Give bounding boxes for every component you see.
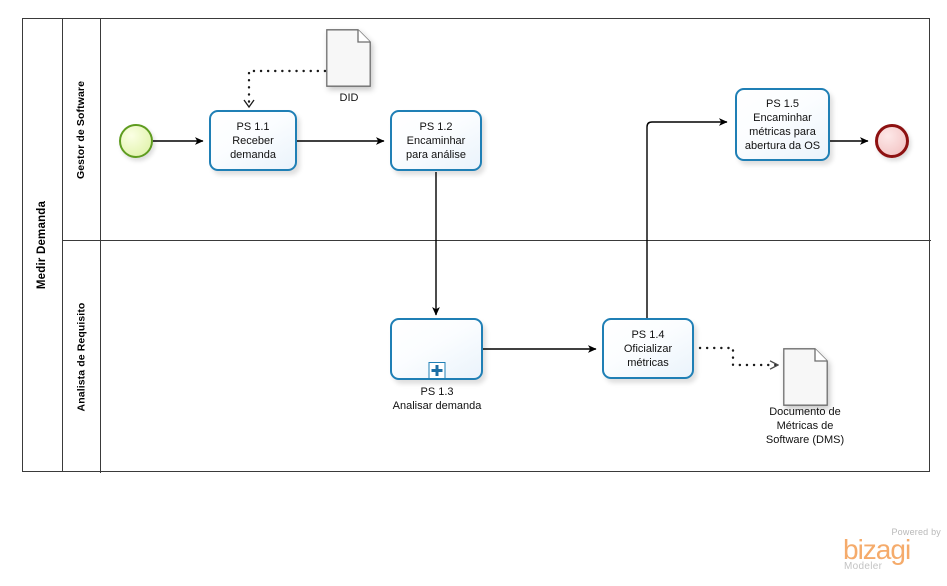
lane-name-label-gestor-de-software: Gestor de Software	[75, 80, 88, 179]
lane-header-analista-de-requisito[interactable]: Analista de Requisito	[63, 241, 101, 473]
task-ps-1-2[interactable]: PS 1.2 Encaminhar para análise	[390, 110, 482, 171]
task-ps-1-2-label: PS 1.2 Encaminhar para análise	[406, 120, 466, 161]
data-object-dms-label: Documento de Métricas de Software (DMS)	[765, 406, 845, 446]
lane-gestor-de-software[interactable]: Gestor de Software	[63, 19, 931, 241]
task-ps-1-4-label: PS 1.4 Oficializar métricas	[623, 328, 673, 369]
lane-analista-de-requisito[interactable]: Analista de Requisito	[63, 241, 931, 473]
modeler-label: Modeler	[844, 561, 883, 572]
task-ps-1-1-label: PS 1.1 Receber demanda	[230, 120, 276, 161]
lane-name-label-analista-de-requisito: Analista de Requisito	[75, 302, 88, 412]
pool-header[interactable]: Medir Demanda	[23, 19, 63, 471]
subprocess-ps-1-3-label: PS 1.3 Analisar demanda	[392, 386, 482, 412]
task-ps-1-1[interactable]: PS 1.1 Receber demanda	[209, 110, 297, 171]
bizagi-watermark: Powered by bizagi Modeler	[843, 527, 943, 575]
data-object-did-label: DID	[339, 92, 359, 104]
lane-header-gestor-de-software[interactable]: Gestor de Software	[63, 19, 101, 240]
task-ps-1-5-label: PS 1.5 Encaminhar métricas para abertura…	[744, 97, 821, 152]
subprocess-ps-1-3[interactable]	[390, 318, 483, 380]
pool-name-label: Medir Demanda	[36, 200, 49, 290]
task-ps-1-5[interactable]: PS 1.5 Encaminhar métricas para abertura…	[735, 88, 830, 161]
powered-by-label: Powered by	[891, 527, 941, 537]
document-icon	[783, 348, 828, 406]
data-object-did[interactable]	[326, 29, 371, 87]
bizagi-logo-text: bizagi	[843, 534, 911, 565]
plus-icon	[428, 362, 445, 379]
document-icon	[326, 29, 371, 87]
task-ps-1-4[interactable]: PS 1.4 Oficializar métricas	[602, 318, 694, 379]
data-object-dms[interactable]	[783, 348, 828, 406]
start-event[interactable]	[119, 124, 153, 158]
end-event[interactable]	[875, 124, 909, 158]
